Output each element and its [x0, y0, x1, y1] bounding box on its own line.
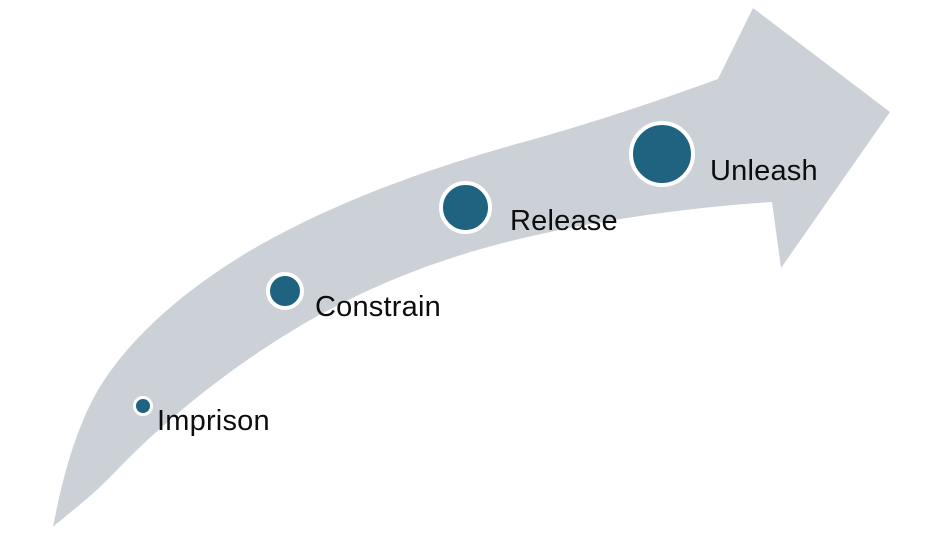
- milestone-dot-constrain: [266, 272, 304, 310]
- milestone-label-constrain: Constrain: [315, 291, 441, 323]
- milestone-label-imprison: Imprison: [157, 405, 270, 437]
- milestone-label-release: Release: [510, 205, 618, 237]
- milestone-dot-release: [438, 180, 492, 234]
- arrow-swoosh-shape: [53, 8, 890, 527]
- milestone-dot-unleash: [628, 120, 695, 187]
- milestone-dot-imprison: [132, 395, 153, 416]
- milestone-label-unleash: Unleash: [710, 155, 818, 187]
